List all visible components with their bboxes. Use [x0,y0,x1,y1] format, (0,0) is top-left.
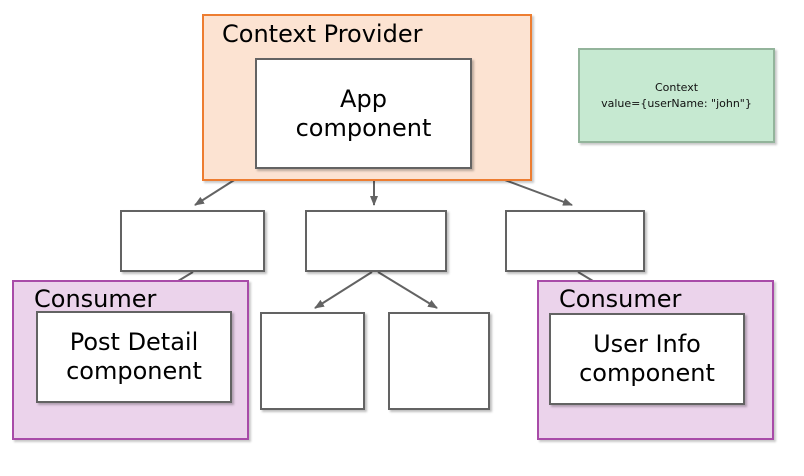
post-detail-component-line1: Post Detail [69,328,199,357]
bottom-row-box-right[interactable] [388,312,490,410]
mid-row-box-right[interactable] [505,210,645,272]
app-component-line2: component [295,113,432,142]
edge-mid-center-to-bottom-right [377,271,438,309]
post-detail-component-line2: component [66,357,202,385]
consumer-right-label: Consumer [559,285,682,313]
context-provider-label: Context Provider [222,20,423,48]
context-value-note: Context value={userName: "john"} [578,48,775,143]
app-component-line1: App [340,84,387,113]
context-note-line1: Context [654,80,699,94]
mid-row-box-left[interactable] [120,210,265,272]
mid-row-box-center[interactable] [305,210,447,272]
post-detail-component-box[interactable]: Post Detail component [36,311,232,403]
user-info-component-line1: User Info [593,330,701,359]
app-component-box[interactable]: App component [255,58,472,169]
bottom-row-box-left[interactable] [260,312,365,410]
edge-mid-center-to-bottom-left [314,271,373,309]
consumer-left-label: Consumer [34,285,157,313]
context-note-line2: value={userName: "john"} [601,96,752,110]
user-info-component-line2: component [579,359,715,387]
user-info-component-box[interactable]: User Info component [549,313,745,405]
